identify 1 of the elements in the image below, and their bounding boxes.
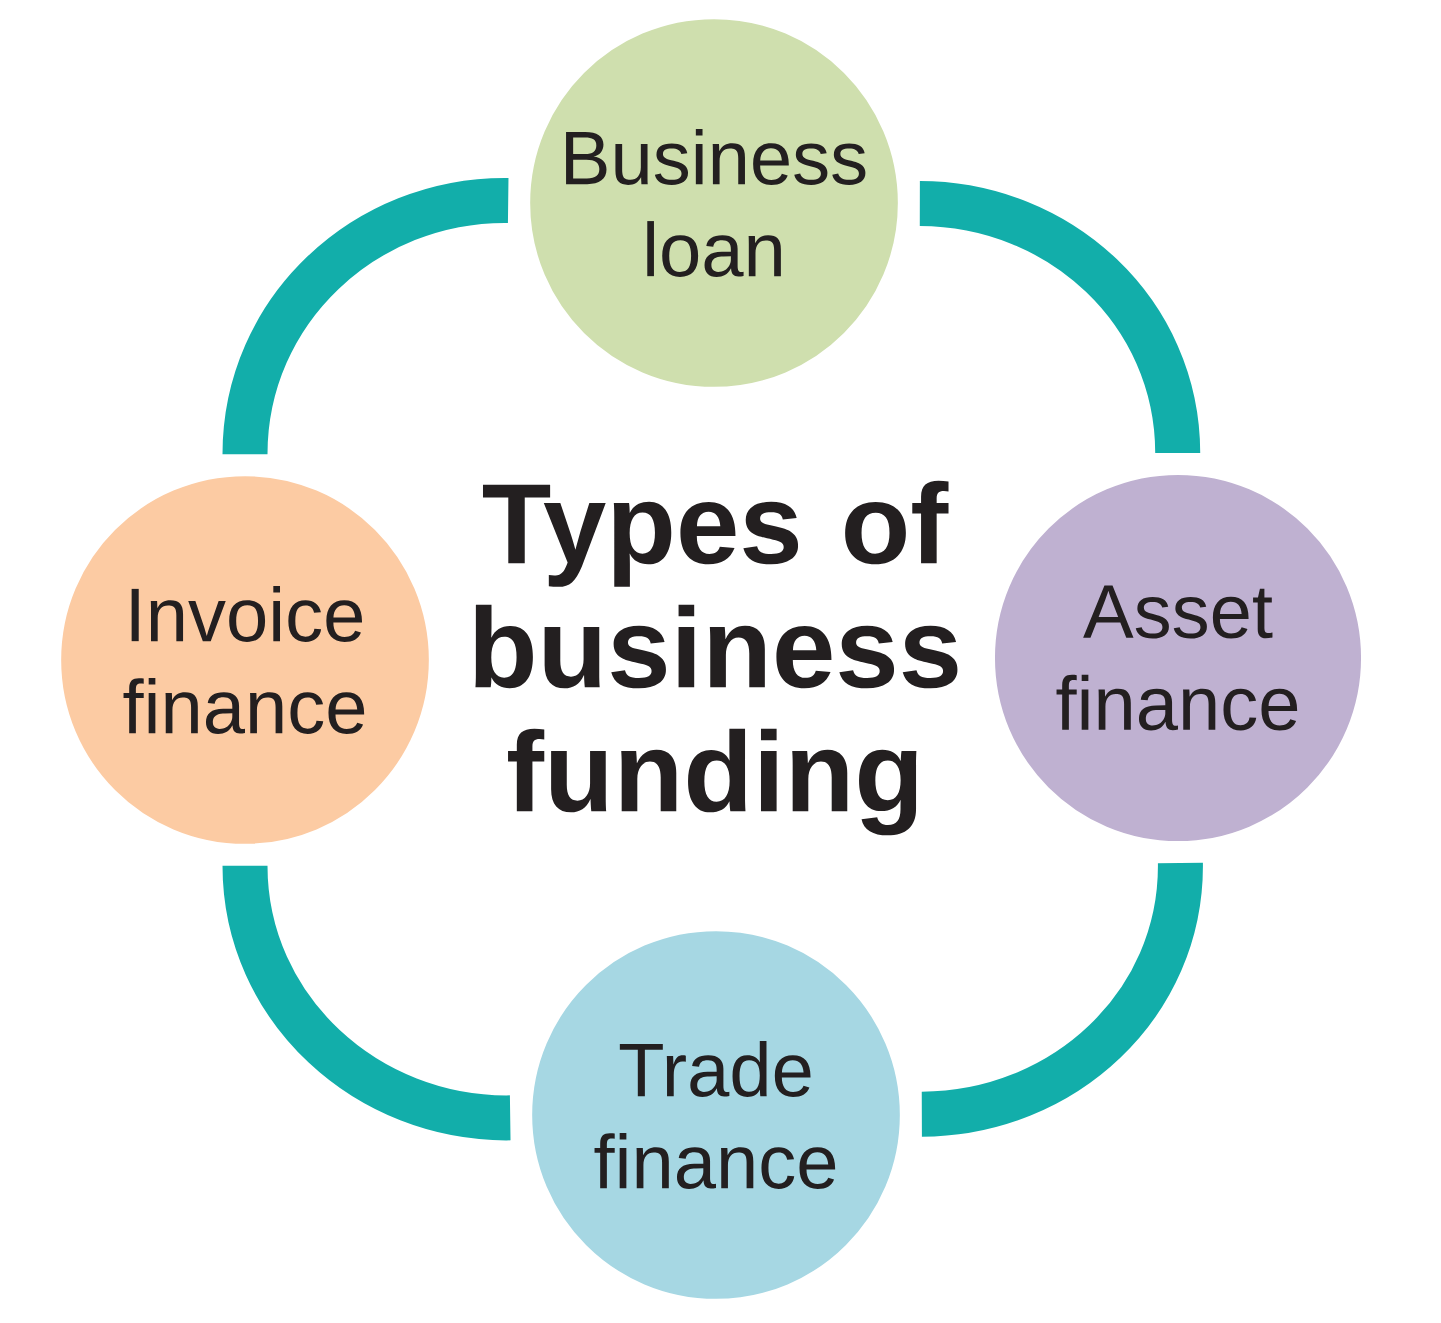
diagram-title: Types of business funding xyxy=(475,480,958,836)
